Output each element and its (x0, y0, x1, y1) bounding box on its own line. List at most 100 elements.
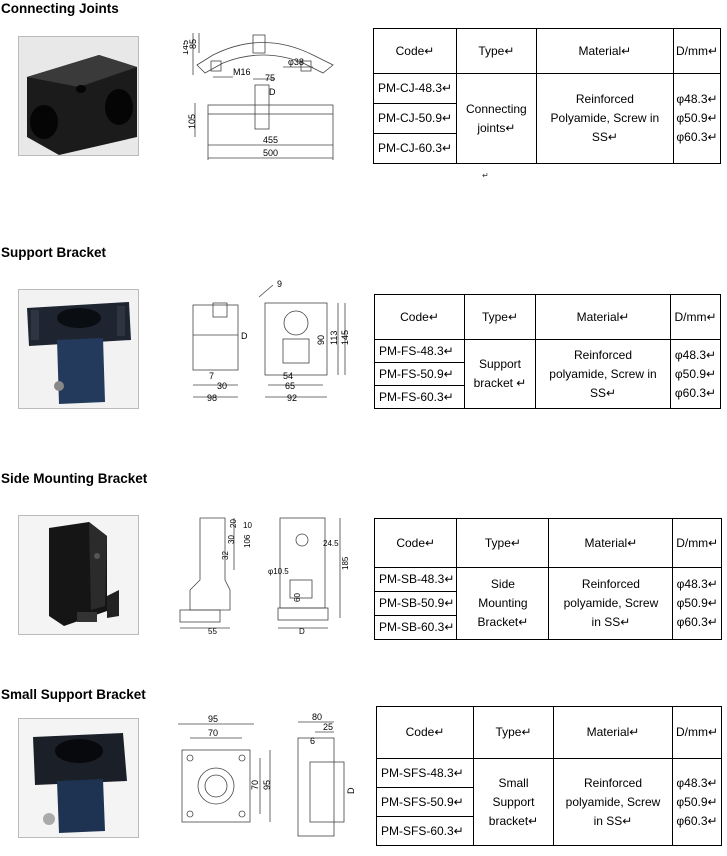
dim-30: 30 (227, 535, 236, 544)
section-title-support-bracket: Support Bracket (1, 245, 107, 260)
dim-m16: M16 (233, 67, 251, 77)
dim-9: 9 (277, 279, 282, 289)
spec-table-support-bracket: Code↵ Type↵ Material↵ D/mm↵ PM-FS-48.3↵ … (374, 294, 721, 409)
dim-d: D (241, 331, 248, 341)
dim-d: D (346, 787, 356, 794)
dim-25: 25 (323, 722, 333, 732)
dim-7: 7 (209, 371, 214, 381)
dim-85: 85 (188, 39, 198, 49)
section-title-connecting-joints: Connecting Joints (1, 1, 119, 16)
header-dim: D/mm↵ (670, 294, 721, 340)
dim-113: 113 (329, 331, 339, 345)
technical-drawing-support-bracket: 9 D 90 113 145 7 30 98 54 65 92 (192, 279, 350, 403)
dim-20: 20 (229, 519, 238, 528)
technical-drawing-small-support-bracket: 95 70 80 25 6 70 95 D (178, 712, 356, 837)
header-type: Type↵ (455, 28, 537, 74)
header-material: Material↵ (548, 518, 674, 568)
dim-24-5: 24.5 (323, 539, 339, 548)
header-type: Type↵ (473, 706, 554, 759)
header-material: Material↵ (535, 294, 671, 340)
dim-32: 32 (221, 551, 230, 560)
stray-mark: ↵ (482, 171, 489, 180)
header-code: Code↵ (374, 294, 465, 340)
dim-6: 6 (310, 736, 315, 746)
dim-95-vertical: 95 (262, 780, 272, 790)
code-cell: PM-SFS-48.3↵ (376, 758, 474, 788)
dim-75: 75 (265, 73, 275, 83)
code-cell: PM-CJ-48.3↵ (373, 73, 457, 104)
dim-106: 106 (243, 534, 252, 548)
header-code: Code↵ (376, 706, 474, 759)
diameter-cell: φ48.3↵φ50.9↵φ60.3↵ (672, 73, 722, 164)
header-dim: D/mm↵ (672, 28, 722, 74)
dim-d38: φ38 (288, 57, 304, 67)
section-title-small-support-bracket: Small Support Bracket (1, 687, 146, 702)
header-type: Type↵ (456, 518, 550, 568)
code-cell: PM-SB-50.9↵ (373, 591, 458, 616)
dim-30: 30 (217, 381, 227, 391)
connecting-joint-image (19, 37, 138, 155)
side-mounting-bracket-image (19, 516, 138, 634)
dim-90: 90 (316, 335, 326, 345)
diameter-cell: φ48.3↵φ50.9↵φ60.3↵ (672, 567, 722, 640)
code-cell: PM-FS-60.3↵ (374, 385, 465, 409)
technical-drawing-connecting-joint: 145 85 M16 φ38 75 D 105 455 500 (183, 33, 334, 160)
code-cell: PM-SB-60.3↵ (373, 615, 458, 640)
code-cell: PM-FS-48.3↵ (374, 339, 465, 363)
dim-70-vertical: 70 (250, 780, 260, 790)
dim-d: D (299, 627, 305, 636)
dim-98: 98 (207, 393, 217, 403)
dim-92: 92 (287, 393, 297, 403)
dim-60: 60 (293, 593, 302, 602)
header-type: Type↵ (464, 294, 536, 340)
header-material: Material↵ (535, 28, 674, 74)
dim-55: 55 (208, 627, 217, 636)
dim-54: 54 (283, 371, 293, 381)
diameter-cell: φ48.3↵φ50.9↵φ60.3↵ (670, 339, 721, 409)
dim-500: 500 (263, 148, 278, 158)
technical-drawing-side-mounting-bracket: 10 20 30 32 106 24.5 φ10.5 185 60 55 D (179, 517, 350, 636)
product-photo-side-mounting-bracket (18, 515, 139, 635)
spec-table-side-mounting-bracket: Code↵ Type↵ Material↵ D/mm↵ PM-SB-48.3↵ … (373, 518, 722, 640)
code-cell: PM-SFS-50.9↵ (376, 787, 474, 817)
header-code: Code↵ (373, 28, 457, 74)
dim-70: 70 (208, 728, 218, 738)
support-bracket-image (19, 290, 138, 408)
header-dim: D/mm↵ (672, 518, 722, 568)
dim-80: 80 (312, 712, 322, 722)
diameter-cell: φ48.3↵φ50.9↵φ60.3↵ (672, 758, 722, 846)
small-support-bracket-image (19, 719, 138, 837)
code-cell: PM-CJ-60.3↵ (373, 133, 457, 164)
dim-455: 455 (263, 135, 278, 145)
dim-145: 145 (183, 40, 190, 55)
code-cell: PM-SFS-60.3↵ (376, 816, 474, 846)
code-cell: PM-SB-48.3↵ (373, 567, 458, 592)
spec-table-small-support-bracket: Code↵ Type↵ Material↵ D/mm↵ PM-SFS-48.3↵… (376, 706, 722, 846)
dim-185: 185 (341, 556, 350, 570)
product-photo-connecting-joint (18, 36, 139, 156)
product-photo-small-support-bracket (18, 718, 139, 838)
dim-95: 95 (208, 714, 218, 724)
dim-145: 145 (340, 330, 350, 345)
dim-105: 105 (187, 114, 197, 129)
header-material: Material↵ (553, 706, 673, 759)
code-cell: PM-CJ-50.9↵ (373, 103, 457, 134)
code-cell: PM-FS-50.9↵ (374, 362, 465, 386)
product-photo-support-bracket (18, 289, 139, 409)
header-code: Code↵ (373, 518, 458, 568)
section-title-side-mounting-bracket: Side Mounting Bracket (1, 471, 148, 486)
spec-table-connecting-joints: Code↵ Type↵ Material↵ D/mm↵ PM-CJ-48.3↵ … (373, 28, 722, 164)
dim-d10-5: φ10.5 (268, 567, 289, 576)
header-dim: D/mm↵ (672, 706, 722, 759)
dim-d: D (269, 87, 276, 97)
dim-65: 65 (285, 381, 295, 391)
dim-10: 10 (243, 521, 252, 530)
